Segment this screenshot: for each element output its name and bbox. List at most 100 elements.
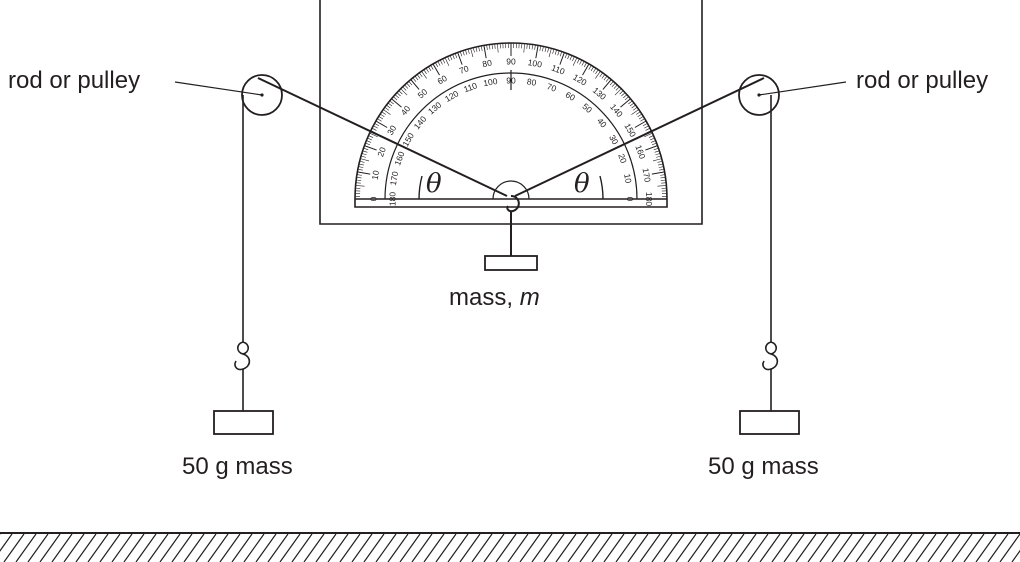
- protractor-tick: [582, 63, 590, 76]
- protractor-outer-number: 20: [375, 145, 388, 158]
- label-center-mass-symbol: m: [520, 284, 540, 311]
- protractor-inner-number: 170: [388, 170, 400, 186]
- hook-right: [762, 341, 779, 411]
- label-center-mass-prefix: mass,: [449, 284, 520, 311]
- protractor-tick: [623, 94, 628, 99]
- protractor-tick: [452, 54, 455, 60]
- floor-hatch-line: [423, 533, 445, 562]
- center-mass-block: [484, 255, 538, 271]
- protractor-tick: [421, 71, 427, 79]
- protractor-outer-number: 120: [571, 72, 589, 88]
- floor-hatch-line: [207, 533, 229, 562]
- protractor-tick: [430, 65, 434, 70]
- floor-hatch-line: [771, 533, 793, 562]
- label-left-mass: 50 g mass: [182, 453, 293, 480]
- protractor-tick: [654, 150, 660, 153]
- protractor-tick: [529, 44, 531, 50]
- protractor-tick: [391, 98, 402, 108]
- protractor-tick: [624, 96, 629, 101]
- floor-hatch-line: [351, 533, 373, 562]
- protractor-inner-number: 0: [625, 197, 635, 202]
- protractor-tick: [620, 98, 631, 108]
- protractor-tick: [387, 102, 393, 107]
- protractor-tick: [567, 54, 570, 60]
- protractor-tick: [656, 155, 662, 158]
- floor-hatch-line: [699, 533, 721, 562]
- protractor-tick: [393, 96, 398, 101]
- protractor-tick: [364, 145, 377, 151]
- protractor-tick: [356, 174, 362, 176]
- floor-hatch-line: [615, 533, 637, 562]
- protractor-outer-number: 140: [608, 102, 625, 120]
- protractor-tick: [631, 104, 636, 109]
- floor-hatch-line: [843, 533, 865, 562]
- label-right-pulley: rod or pulley: [856, 67, 988, 94]
- floor-hatch-line: [783, 533, 805, 562]
- protractor-tick: [613, 84, 618, 89]
- protractor-outer-number: 90: [506, 56, 516, 66]
- protractor-tick: [621, 92, 626, 97]
- protractor-tick: [559, 52, 565, 65]
- protractor-tick: [459, 51, 463, 57]
- floor-hatch-line: [663, 533, 685, 562]
- protractor-tick: [356, 176, 362, 179]
- leader-line-left: [174, 81, 263, 96]
- protractor-tick: [632, 107, 638, 111]
- protractor-tick: [650, 140, 656, 143]
- floor-hatch-line: [963, 533, 985, 562]
- protractor-inner-number: 80: [526, 76, 537, 88]
- protractor-tick: [657, 160, 663, 163]
- floor-hatch-line: [147, 533, 169, 562]
- floor-hatch-line: [447, 533, 469, 562]
- floor-hatch-line: [99, 533, 121, 562]
- protractor-tick: [394, 94, 399, 99]
- protractor-inner-number: 160: [392, 150, 406, 167]
- protractor-tick: [419, 72, 423, 78]
- floor-hatch-line: [507, 533, 529, 562]
- protractor-tick: [658, 166, 664, 168]
- protractor-outer-number: 70: [458, 63, 471, 76]
- protractor-outer-number: 170: [641, 167, 653, 183]
- protractor-tick: [491, 44, 493, 50]
- protractor-tick: [389, 100, 394, 105]
- protractor-tick: [531, 44, 534, 50]
- protractor-tick: [478, 46, 480, 52]
- floor-hatch-line: [1011, 549, 1020, 562]
- floor-hatch-line: [723, 533, 745, 562]
- floor-hatch-line: [39, 533, 61, 562]
- protractor-tick: [640, 118, 645, 122]
- protractor-outer-number: 30: [385, 123, 399, 136]
- protractor-tick: [628, 100, 633, 105]
- protractor-tick: [483, 45, 487, 59]
- protractor-tick: [539, 45, 542, 51]
- left-50g-mass-block: [213, 410, 274, 435]
- leader-line-right: [758, 81, 847, 96]
- protractor-tick: [375, 120, 388, 128]
- protractor-tick: [406, 82, 411, 87]
- protractor-tick: [554, 49, 557, 55]
- floor-hatch-line: [543, 533, 565, 562]
- floor-hatch-line: [759, 533, 781, 562]
- floor-hatch-line: [735, 533, 757, 562]
- protractor-tick: [535, 45, 539, 59]
- floor-hatch-line: [567, 533, 589, 562]
- floor-hatch-line: [267, 533, 289, 562]
- floor-hatch-line: [255, 533, 277, 562]
- angle-label-left: θ: [426, 169, 442, 199]
- floor-hatch-line: [327, 533, 349, 562]
- floor-hatch-line: [483, 533, 505, 562]
- protractor-tick: [497, 43, 499, 53]
- floor-hatch-line: [651, 533, 673, 562]
- floor-hatch-line: [183, 533, 205, 562]
- protractor-tick: [658, 163, 664, 166]
- protractor-inner-number: 120: [443, 88, 461, 104]
- protractor-tick: [357, 168, 363, 171]
- floor-hatch-line: [951, 533, 973, 562]
- protractor-tick: [404, 84, 409, 89]
- protractor-tick: [526, 43, 528, 49]
- protractor-tick: [603, 75, 608, 81]
- floor-hatch-line: [687, 533, 709, 562]
- protractor-tick: [657, 185, 667, 187]
